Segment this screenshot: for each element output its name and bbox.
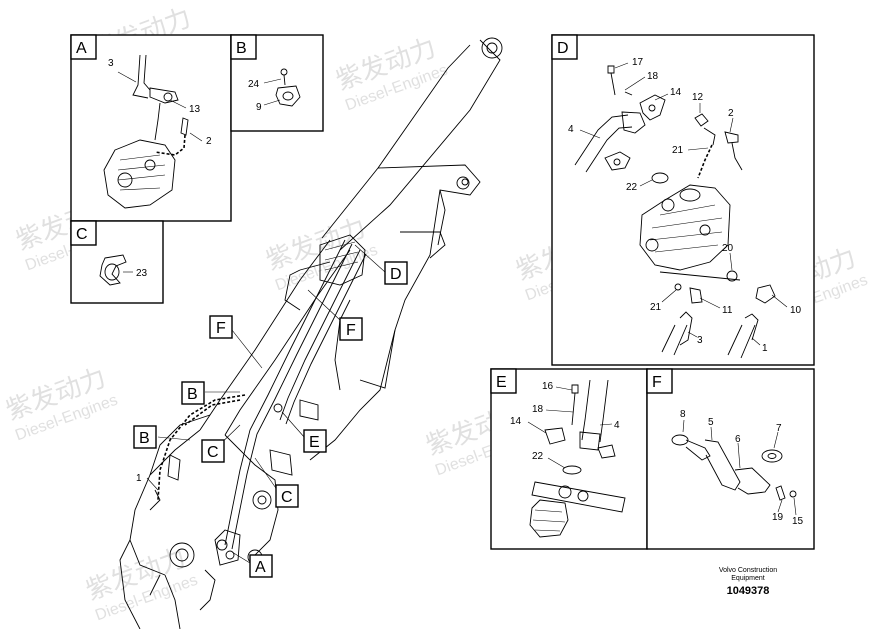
part-label: 15 [792, 516, 804, 527]
caption-line2: Equipment [731, 575, 765, 582]
callout-e: E [309, 434, 320, 451]
part-label: 4 [614, 420, 620, 431]
callout-a: A [255, 559, 266, 576]
part-label: 2 [728, 108, 734, 119]
part-label: 17 [632, 57, 644, 68]
callout-b: B [139, 430, 150, 447]
part-label: 16 [542, 381, 554, 392]
callouts: D F F B B C E C A 1 [133, 261, 408, 578]
caption: Volvo Construction Equipment 1049378 [719, 567, 777, 597]
part-label: 14 [670, 87, 682, 98]
callout-f: F [346, 322, 356, 339]
part-label: 12 [692, 92, 704, 103]
callout-d: D [390, 266, 402, 283]
part-label: 9 [256, 102, 262, 113]
part-label: 8 [680, 409, 686, 420]
part-label: 4 [568, 124, 574, 135]
part-label: 3 [697, 335, 703, 346]
part-label: 19 [772, 512, 784, 523]
part-label: 13 [189, 104, 201, 115]
part-label: 3 [108, 58, 114, 69]
part-label: 10 [790, 305, 802, 316]
part-label: 14 [510, 416, 522, 427]
part-label: 21 [650, 302, 662, 313]
callout-b: B [187, 386, 198, 403]
part-label: 11 [722, 305, 733, 316]
callout-c: C [207, 444, 219, 461]
part-number: 1049378 [727, 585, 770, 597]
part-label: 21 [672, 145, 684, 156]
part-label: 5 [708, 417, 714, 428]
part-label: 22 [532, 451, 544, 462]
part-label: 18 [647, 71, 659, 82]
panel-d-letter: D [557, 40, 569, 57]
detail-panel-a: A 3 13 2 [70, 34, 232, 222]
part-label: 20 [722, 243, 734, 254]
panel-e-letter: E [496, 374, 507, 391]
callout-f: F [216, 320, 226, 337]
part-label: 22 [626, 182, 638, 193]
part-label: 24 [248, 79, 260, 90]
part-label: 7 [776, 423, 782, 434]
part-label: 1 [762, 343, 768, 354]
part-label: 6 [735, 434, 741, 445]
callout-c: C [281, 489, 293, 506]
panel-a-letter: A [76, 40, 87, 57]
detail-panel-f: F 8 5 6 7 19 15 [646, 368, 815, 550]
panel-b-letter: B [236, 40, 247, 57]
panel-c-letter: C [76, 226, 88, 243]
caption-line1: Volvo Construction [719, 567, 777, 574]
part-label: 1 [136, 473, 142, 484]
part-label: 18 [532, 404, 544, 415]
detail-panel-c: C 23 [70, 220, 164, 304]
part-label: 2 [206, 136, 212, 147]
part-label: 23 [136, 268, 148, 279]
detail-panel-e: E 16 18 14 4 22 [490, 368, 648, 550]
detail-panel-d: D [551, 34, 815, 366]
panel-f-letter: F [652, 374, 662, 391]
detail-panel-b: B 24 9 [230, 34, 324, 132]
